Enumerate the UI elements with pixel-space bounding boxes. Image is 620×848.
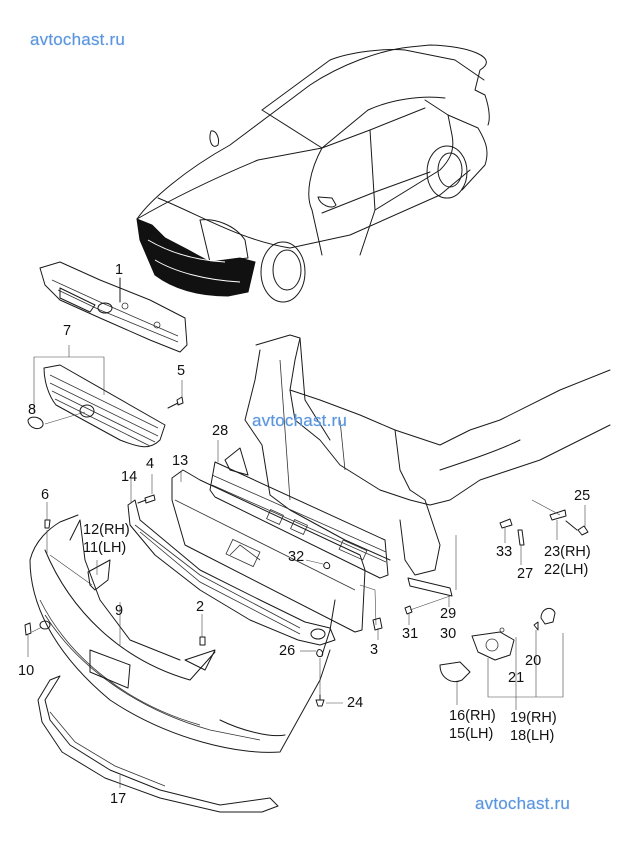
callout-8: 8: [28, 402, 37, 418]
callout-16-rh: 16(RH): [449, 708, 496, 724]
callout-17: 17: [110, 791, 127, 807]
callout-1: 1: [115, 262, 124, 278]
callout-26: 26: [279, 643, 296, 659]
callout-7: 7: [63, 323, 72, 339]
callout-13: 13: [172, 453, 189, 469]
callout-32: 32: [288, 549, 305, 565]
part-28-reinforcement: [209, 447, 389, 579]
callout-24: 24: [347, 695, 364, 711]
callout-20: 20: [525, 653, 542, 669]
callout-29: 29: [440, 606, 457, 622]
fog-lamp-parts: [439, 607, 556, 683]
callout-27: 27: [517, 566, 534, 582]
part-13-absorber: [171, 469, 366, 633]
part-14-lower-grille: [127, 499, 336, 646]
callout-14: 14: [121, 469, 138, 485]
part-5-screw: [167, 380, 184, 409]
part-9-bumper-cover: [29, 514, 331, 753]
car-overview: [136, 44, 490, 303]
watermark-middle: avtochast.ru: [252, 411, 348, 430]
callout-21: 21: [508, 670, 525, 686]
callout-15-lh: 15(LH): [449, 726, 494, 742]
front-frame: [244, 334, 611, 576]
callout-5: 5: [177, 363, 186, 379]
part-1-upper-bracket: [39, 261, 188, 353]
part-17-lower-lip: [37, 675, 279, 813]
callout-6: 6: [41, 487, 50, 503]
callout-19-rh: 19(RH): [510, 710, 557, 726]
callout-9: 9: [115, 603, 124, 619]
callout-3: 3: [370, 642, 379, 658]
part-7-grille: [43, 364, 166, 448]
callout-10: 10: [18, 663, 35, 679]
callout-4: 4: [146, 456, 155, 472]
callout-31: 31: [402, 626, 419, 642]
callout-11-lh: 11(LH): [83, 540, 127, 556]
callout-12-rh: 12(RH): [83, 522, 130, 538]
callout-30: 30: [440, 626, 457, 642]
callout-18-lh: 18(LH): [510, 728, 555, 744]
callout-25: 25: [574, 488, 591, 504]
watermark-bottom: avtochast.ru: [475, 794, 571, 813]
callout-23-rh: 23(RH): [544, 544, 591, 560]
callout-33: 33: [496, 544, 513, 560]
callout-28: 28: [212, 423, 229, 439]
callout-2: 2: [196, 599, 205, 615]
callout-22-lh: 22(LH): [544, 562, 589, 578]
watermark-top: avtochast.ru: [30, 30, 126, 49]
